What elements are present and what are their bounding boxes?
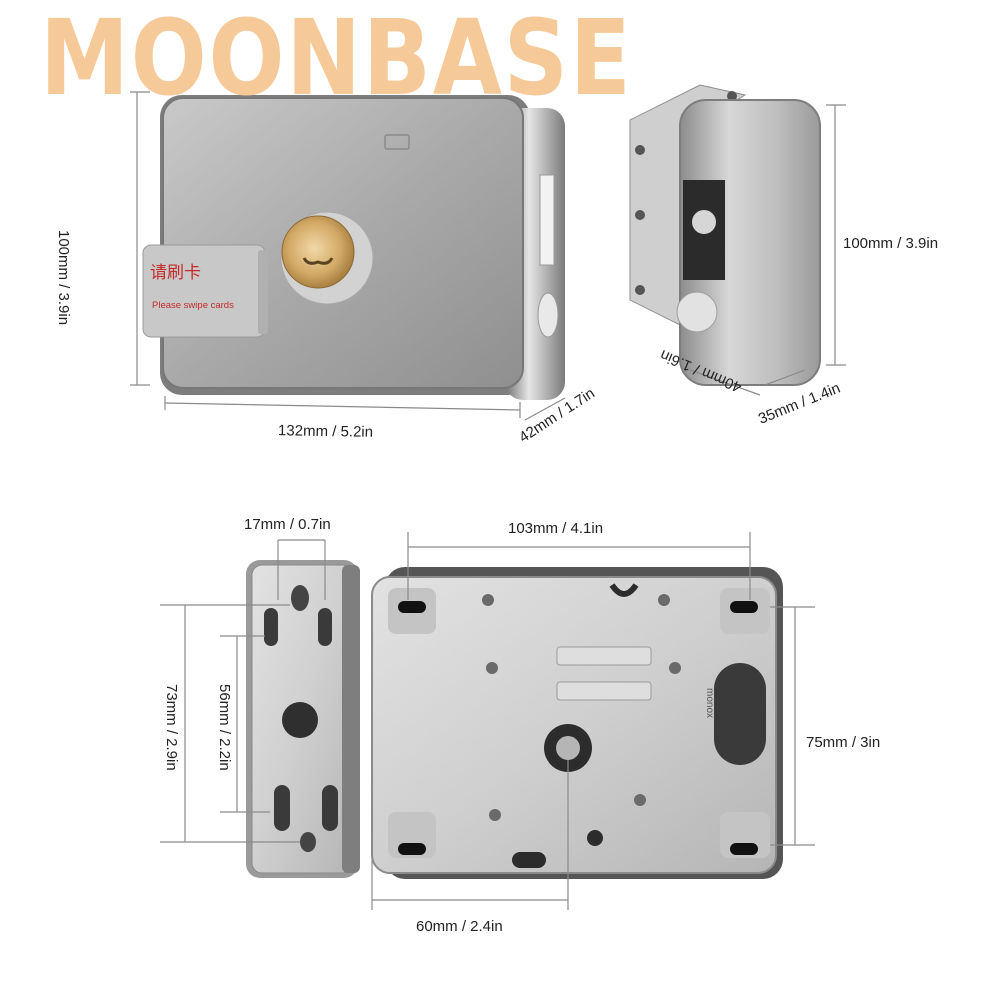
dim-keyhole-offset: 60mm / 2.4in (416, 918, 503, 935)
card-label-english: Please swipe cards (152, 300, 234, 311)
brand-mark: monox (704, 688, 715, 719)
card-label-chinese: 请刷卡 (150, 263, 201, 283)
strike-plate (246, 560, 360, 878)
dim-back-vertical-spacing: 75mm / 3in (806, 734, 881, 751)
strike-box (629, 84, 821, 386)
dim-lock-width: 132mm / 5.2in (277, 422, 374, 441)
lock-back (371, 567, 783, 879)
dim-plate-outer-height: 73mm / 2.9in (163, 684, 180, 771)
lock-front (142, 95, 565, 400)
dim-plate-top-width: 17mm / 0.7in (244, 516, 331, 533)
dim-strike-box-height: 100mm / 3.9in (843, 235, 939, 252)
dim-plate-inner-height: 56mm / 2.2in (216, 684, 233, 771)
dim-lock-height: 100mm / 3.9in (55, 230, 72, 326)
dimension-lines (130, 91, 846, 910)
brand-watermark: MOONBASE (40, 0, 633, 119)
dim-back-hole-spacing: 103mm / 4.1in (508, 520, 604, 537)
